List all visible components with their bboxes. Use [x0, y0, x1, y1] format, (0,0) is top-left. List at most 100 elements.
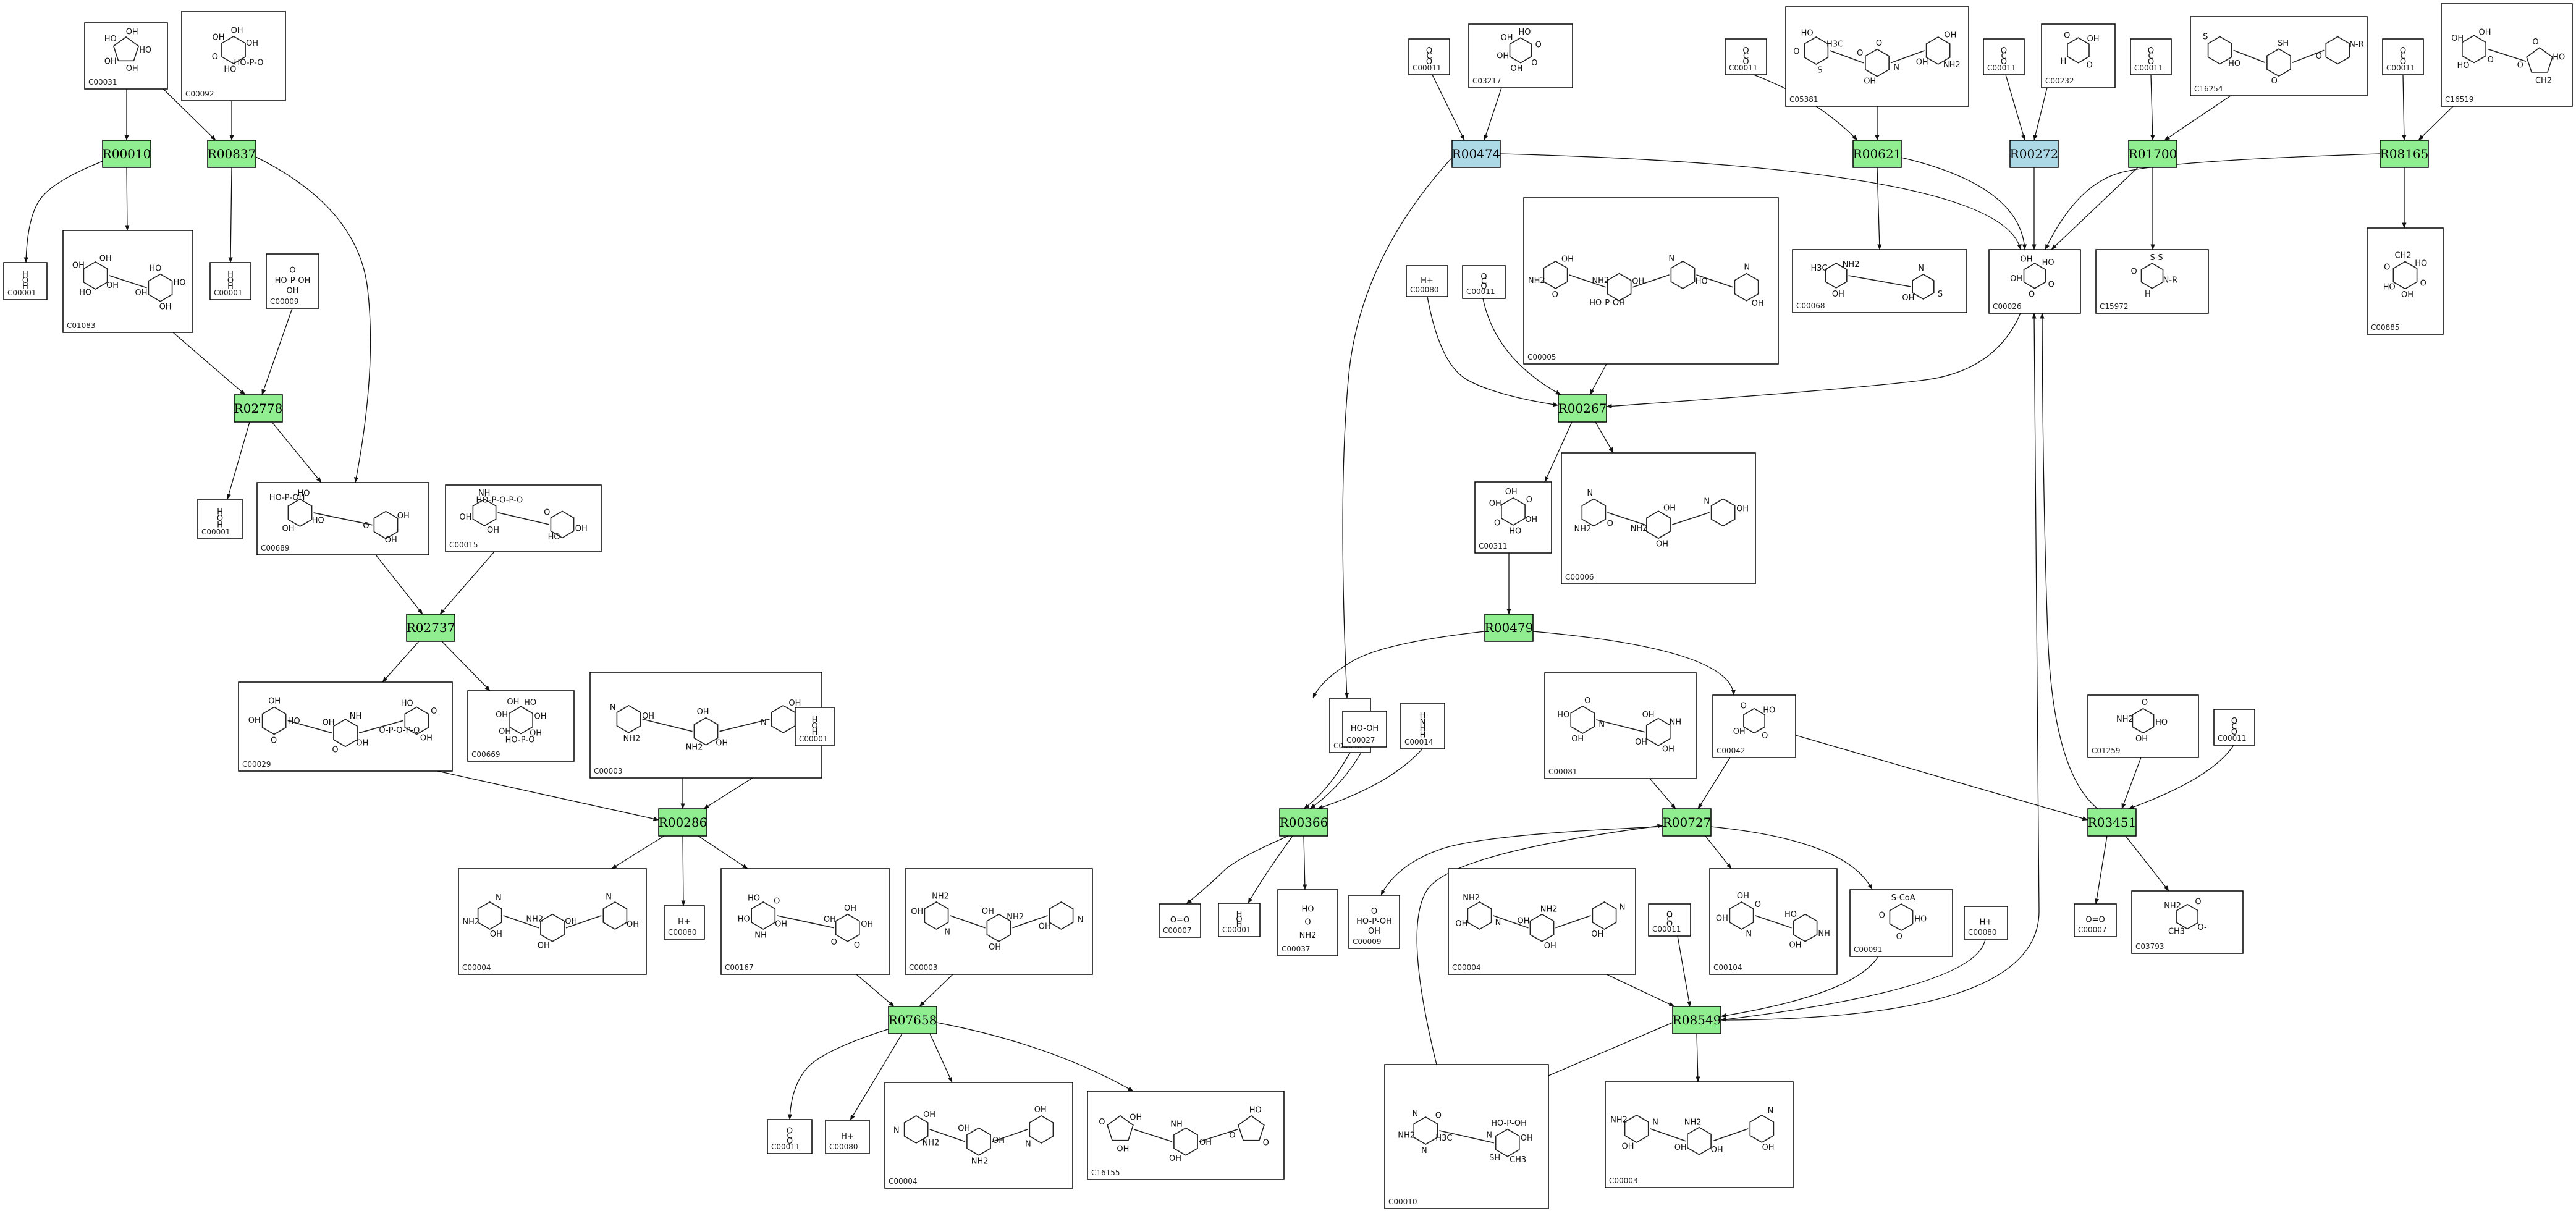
compound-C00080[interactable]: H+C00080 — [1406, 265, 1448, 297]
atom-label: NH2 — [1610, 1116, 1628, 1125]
compound-box — [1277, 889, 1338, 956]
compound-box — [467, 690, 575, 762]
compound-C00080[interactable]: H+C00080 — [825, 1120, 870, 1154]
structure-bond — [1012, 915, 1048, 929]
atom-label: O — [1229, 1131, 1235, 1141]
structure-ring — [1592, 901, 1617, 930]
reaction-R07658[interactable]: R07658 — [888, 1006, 937, 1034]
reaction-R00479[interactable]: R00479 — [1484, 614, 1534, 642]
reaction-R02778[interactable]: R02778 — [234, 394, 283, 423]
reaction-R03451[interactable]: R03451 — [2087, 808, 2137, 837]
compound-id-label: C00003 — [594, 767, 623, 775]
compound-C00080[interactable]: H+C00080 — [664, 905, 705, 940]
compound-id-label: C00669 — [471, 750, 500, 759]
reaction-R00366[interactable]: R00366 — [1279, 808, 1328, 837]
reaction-R02737[interactable]: R02737 — [406, 614, 455, 642]
compound-box — [1400, 703, 1445, 749]
reaction-R00727[interactable]: R00727 — [1662, 808, 1712, 837]
edge-r14-c48 — [1186, 835, 1289, 905]
reaction-R00837[interactable]: R00837 — [207, 140, 256, 168]
atom-label: NH2 — [2116, 715, 2134, 724]
reaction-R00286[interactable]: R00286 — [658, 808, 707, 837]
edge-r3-c8 — [271, 421, 322, 483]
atom-label: OH — [1733, 727, 1746, 736]
atom-label: HO — [1763, 706, 1775, 715]
compound-id-label: C00092 — [185, 90, 214, 98]
atom-label: OH — [1130, 1113, 1142, 1122]
edge-r17-c60 — [1696, 1033, 1700, 1082]
reaction-R00267[interactable]: R00267 — [1558, 394, 1607, 423]
reaction-R00010[interactable]: R00010 — [102, 140, 151, 168]
reaction-R00621[interactable]: R00621 — [1852, 140, 1902, 168]
edge-r17-c34 — [1720, 313, 2040, 1021]
reaction-box — [2380, 140, 2429, 168]
reaction-R01700[interactable]: R01700 — [2128, 140, 2177, 168]
atom-label: HO — [139, 46, 151, 55]
reaction-R00272[interactable]: R00272 — [2009, 140, 2059, 168]
atom-label: O — [2087, 61, 2093, 70]
atom-label: H — [22, 271, 28, 280]
atom-label: OH — [989, 943, 1001, 952]
compound-id-label: C00081 — [1548, 767, 1577, 776]
reaction-R00474[interactable]: R00474 — [1451, 140, 1501, 168]
reaction-R08165[interactable]: R08165 — [2380, 140, 2429, 168]
compound-C00080[interactable]: H+C00080 — [1964, 906, 2008, 940]
reaction-R08549[interactable]: R08549 — [1672, 1006, 1721, 1034]
